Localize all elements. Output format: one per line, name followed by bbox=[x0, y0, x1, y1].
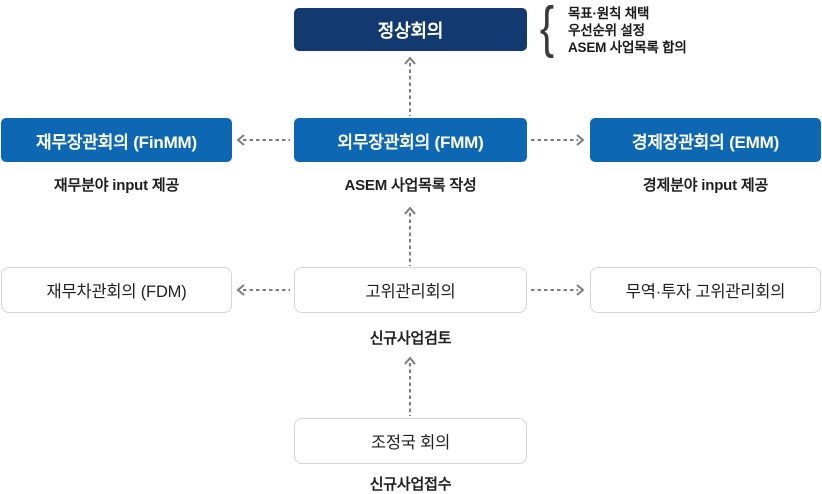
som-box: 고위관리회의 bbox=[294, 267, 527, 313]
summit-label: 정상회의 bbox=[377, 20, 444, 41]
som-caption: 신규사업검토 bbox=[369, 330, 452, 347]
coordinator-caption: 신규사업접수 bbox=[369, 476, 452, 493]
emm-box: 경제장관회의 (EMM) bbox=[590, 118, 821, 162]
emm-label: 경제장관회의 (EMM) bbox=[631, 132, 780, 152]
summit-outcome-item: 우선순위 설정 bbox=[568, 23, 645, 38]
arrow-up-icon bbox=[404, 56, 416, 116]
arrow-left-icon bbox=[236, 134, 290, 146]
arrow-up-icon bbox=[404, 206, 416, 266]
finmm-label: 재무장관회의 (FinMM) bbox=[36, 132, 197, 152]
fdm-box: 재무차관회의 (FDM) bbox=[1, 267, 232, 313]
trade-som-label: 무역·투자 고위관리회의 bbox=[625, 283, 786, 301]
arrow-right-icon bbox=[531, 284, 585, 296]
arrow-up-icon bbox=[404, 356, 416, 416]
fmm-box: 외무장관회의 (FMM) bbox=[294, 118, 527, 162]
summit-outcome-list: 목표·원칙 채택 우선순위 설정 ASEM 사업목록 합의 bbox=[568, 5, 687, 56]
coordinator-box: 조정국 회의 bbox=[294, 418, 527, 464]
arrow-left-icon bbox=[236, 284, 290, 296]
som-label: 고위관리회의 bbox=[365, 283, 456, 301]
summit-outcome-item: 목표·원칙 채택 bbox=[568, 6, 650, 21]
brace-icon: { bbox=[539, 0, 555, 59]
fdm-label: 재무차관회의 (FDM) bbox=[46, 283, 187, 301]
finmm-caption: 재무분야 input 제공 bbox=[53, 177, 180, 194]
fmm-label: 외무장관회의 (FMM) bbox=[337, 132, 484, 152]
finmm-box: 재무장관회의 (FinMM) bbox=[1, 118, 232, 162]
trade-som-box: 무역·투자 고위관리회의 bbox=[590, 267, 821, 313]
emm-caption: 경제분야 input 제공 bbox=[642, 177, 769, 194]
arrow-right-icon bbox=[531, 134, 585, 146]
summit-outcome-item: ASEM 사업목록 합의 bbox=[568, 40, 687, 55]
fmm-caption: ASEM 사업목록 작성 bbox=[344, 177, 477, 194]
coordinator-label: 조정국 회의 bbox=[370, 434, 451, 452]
summit-box: 정상회의 bbox=[294, 8, 527, 51]
